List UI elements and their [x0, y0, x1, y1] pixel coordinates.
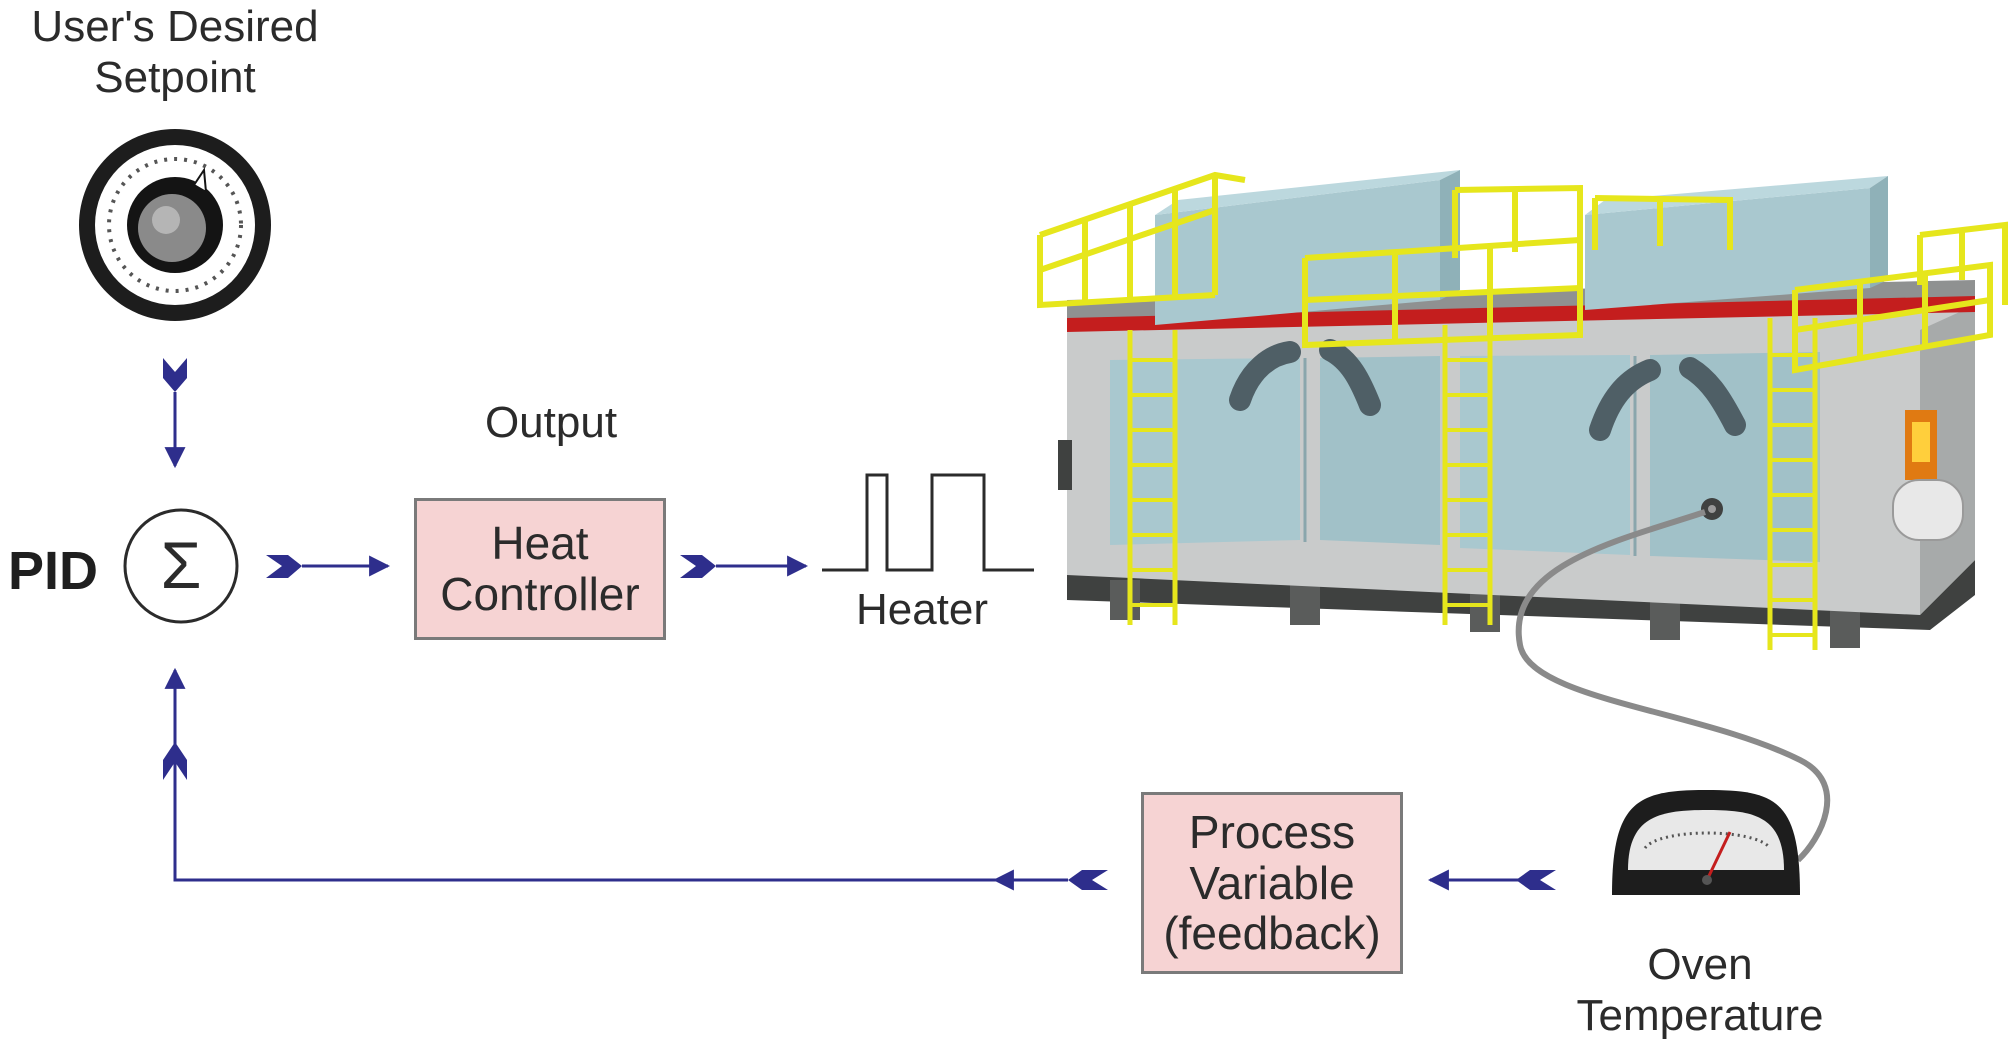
setpoint-label: User's Desired Setpoint	[0, 2, 350, 103]
heat-controller-box: Heat Controller	[414, 498, 666, 640]
temperature-gauge-icon	[1612, 790, 1800, 895]
oven-temperature-line2: Temperature	[1576, 990, 1824, 1040]
setpoint-label-line1: User's Desired	[31, 2, 319, 51]
oven-temperature-line1: Oven	[1647, 940, 1753, 989]
setpoint-arrow	[163, 358, 187, 469]
sensor-arrow	[1427, 869, 1556, 891]
error-arrow	[266, 555, 391, 578]
square-wave-icon	[822, 473, 1034, 572]
heat-controller-line2: Controller	[440, 568, 640, 620]
feedback-arrow	[163, 667, 1108, 891]
setpoint-label-line2: Setpoint	[94, 52, 256, 102]
setpoint-dial-icon	[79, 129, 271, 321]
heat-controller-line1: Heat	[491, 517, 589, 570]
output-label: Output	[484, 398, 618, 447]
oven-temperature-label: Oven Temperature	[1520, 940, 1880, 1041]
summing-junction-symbol: Σ	[160, 528, 202, 602]
industrial-oven-icon	[1037, 170, 2008, 650]
summing-junction-icon	[123, 508, 239, 624]
process-variable-box: Process Variable (feedback)	[1141, 792, 1403, 974]
heater-label: Heater	[855, 585, 989, 634]
output-arrow	[680, 555, 809, 578]
process-variable-line2: Variable	[1189, 856, 1355, 909]
pid-label: PID	[8, 541, 99, 601]
process-variable-line3: (feedback)	[1163, 907, 1381, 960]
process-variable-line1: Process	[1188, 806, 1356, 859]
sensor-cable	[1515, 509, 1831, 863]
